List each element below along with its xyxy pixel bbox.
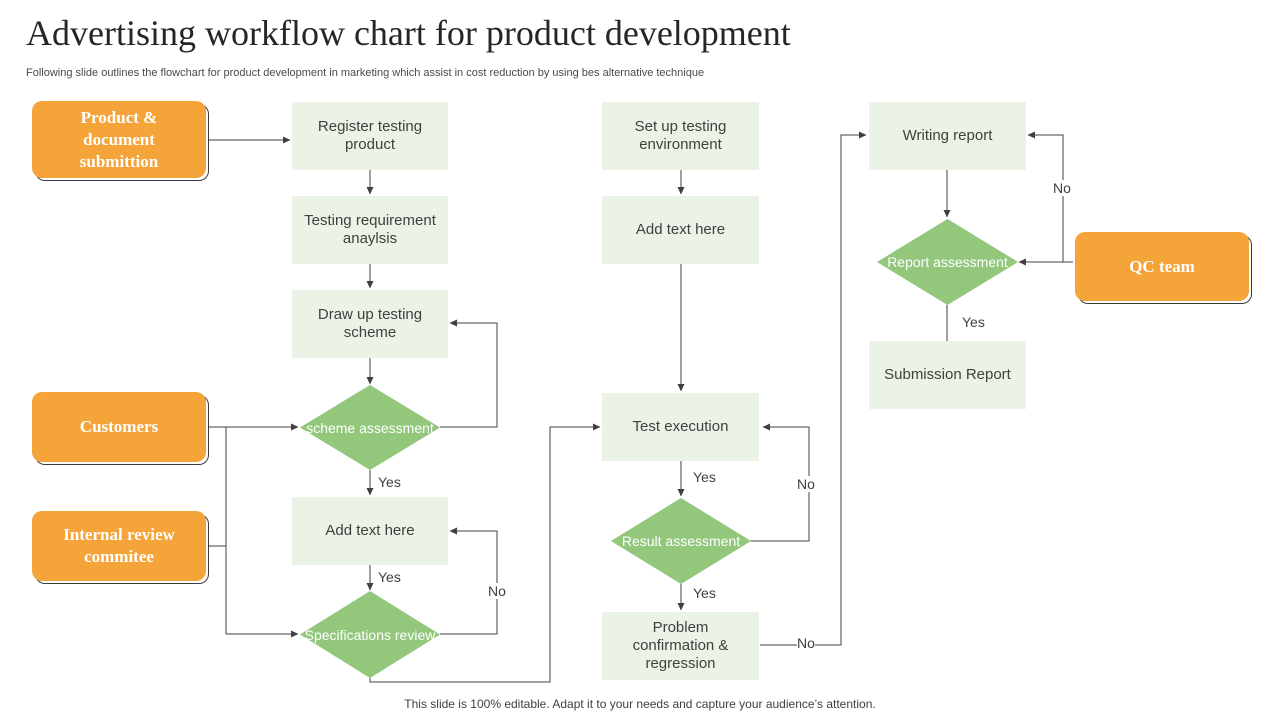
footer-note: This slide is 100% editable. Adapt it to… [404, 697, 876, 711]
step-add-text-2: Add text here [602, 196, 759, 264]
step-writing-report: Writing report [869, 102, 1026, 170]
stakeholder-customers: Customers [32, 392, 206, 462]
edge-report-loop [1027, 131, 1064, 262]
decision-report-label: Report assessment [887, 254, 1008, 270]
label-yes-scheme: Yes [378, 474, 401, 490]
edge-spec-loop [440, 527, 498, 635]
step-add-text-1: Add text here [292, 497, 448, 565]
step-testing-requirement-analysis: Testing requirement anaylsis [292, 196, 448, 264]
edge-spec-execution [369, 423, 601, 683]
decision-scheme-assessment: scheme assessment [300, 385, 440, 470]
decision-scheme-label: scheme assessment [306, 419, 434, 436]
step-test-execution: Test execution [602, 393, 759, 461]
decision-result-label: Result assessment [621, 533, 741, 549]
label-yes-addtext: Yes [378, 569, 401, 585]
label-no-spec: No [488, 583, 506, 599]
label-yes-execution: Yes [693, 469, 716, 485]
label-yes-result: Yes [693, 585, 716, 601]
label-no-result: No [797, 476, 815, 492]
decision-report-assessment: Report assessment [877, 219, 1018, 305]
edge-scheme-loop [440, 319, 498, 428]
step-submission-report: Submission Report [869, 341, 1026, 409]
decision-specifications-label: Specifications review [304, 626, 436, 643]
decision-specifications-review: Specifications review [300, 591, 440, 678]
step-problem-confirmation: Problem confirmation & regression [602, 612, 759, 680]
label-no-report: No [1053, 180, 1071, 196]
stakeholder-qc-team: QC team [1075, 232, 1249, 301]
label-yes-report: Yes [962, 314, 985, 330]
stakeholder-product-document: Product & document submittion [32, 101, 206, 178]
edge-problem-writing [760, 131, 867, 646]
page-subtitle: Following slide outlines the flowchart f… [26, 67, 705, 79]
page-title: Advertising workflow chart for product d… [26, 13, 791, 53]
label-no-problem: No [797, 635, 815, 651]
step-draw-up-testing-scheme: Draw up testing scheme [292, 290, 448, 358]
step-set-up-testing-environment: Set up testing environment [602, 102, 759, 170]
decision-result-assessment: Result assessment [611, 498, 751, 584]
step-register-testing-product: Register testing product [292, 102, 448, 170]
stakeholder-internal-review: Internal review commitee [32, 511, 206, 581]
